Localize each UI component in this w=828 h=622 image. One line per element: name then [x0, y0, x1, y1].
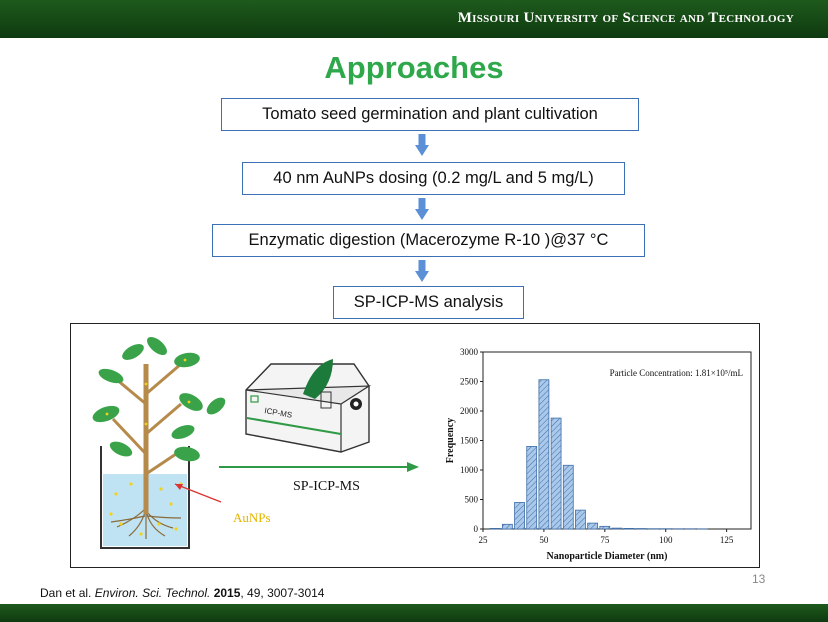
citation: Dan et al. Environ. Sci. Technol. 2015, …	[40, 586, 324, 600]
down-arrow-icon	[415, 134, 429, 156]
y-tick-label: 1500	[460, 436, 479, 446]
citation-year: 2015	[213, 586, 241, 600]
y-tick-label: 0	[474, 524, 479, 534]
step-box-4: SP-ICP-MS analysis	[333, 286, 524, 319]
histogram-bar	[501, 523, 513, 530]
step-box-3: Enzymatic digestion (Macerozyme R-10 )@3…	[212, 224, 645, 257]
footer-bar	[0, 604, 828, 622]
step-text-3: Enzymatic digestion (Macerozyme R-10 )@3…	[248, 231, 609, 249]
step-box-1: Tomato seed germination and plant cultiv…	[221, 98, 639, 131]
plant-illustration: AuNPs	[92, 337, 271, 549]
y-axis-label: Frequency	[445, 418, 456, 463]
figure-canvas: AuNPs ICP-MS SP-ICP-MS 25 50 75 100 125 0 500 1…	[92, 337, 752, 562]
citation-journal: Environ. Sci. Technol.	[94, 586, 211, 600]
y-tick-label: 3000	[460, 347, 479, 357]
experiment-figure: AuNPs ICP-MS SP-ICP-MS 25 50 75 100 125 0 500 1…	[70, 323, 760, 568]
nanoparticle-label: AuNPs	[233, 510, 271, 525]
histogram-bar	[489, 528, 501, 530]
citation-rest: , 49, 3007-3014	[240, 586, 325, 600]
down-arrow-icon	[415, 260, 429, 282]
y-tick-label: 2500	[460, 377, 479, 387]
y-tick-label: 2000	[460, 406, 479, 416]
step-box-2: 40 nm AuNPs dosing (0.2 mg/L and 5 mg/L)	[242, 162, 625, 195]
step-text-1: Tomato seed germination and plant cultiv…	[262, 105, 598, 123]
histogram-bar	[623, 528, 635, 530]
x-tick-label: 75	[600, 535, 610, 545]
down-arrow-icon	[415, 198, 429, 220]
histogram-bar	[526, 446, 538, 530]
page-number: 13	[752, 572, 766, 586]
process-label: SP-ICP-MS	[293, 479, 360, 494]
step-text-4: SP-ICP-MS analysis	[353, 293, 504, 311]
icp-ms-instrument: ICP-MS	[245, 359, 372, 453]
histogram-bar	[587, 522, 599, 530]
histogram-bar	[562, 464, 574, 530]
process-arrow-head	[407, 462, 419, 472]
x-axis-label: Nanoparticle Diameter (nm)	[547, 551, 668, 562]
histogram-bar	[575, 509, 586, 530]
header-bar: Missouri University of Science and Techn…	[0, 0, 828, 38]
histogram-bar	[550, 417, 562, 530]
histogram-bar	[611, 527, 623, 530]
x-tick-label: 25	[479, 535, 489, 545]
institution-name: Missouri University of Science and Techn…	[457, 10, 794, 26]
step-text-2: 40 nm AuNPs dosing (0.2 mg/L and 5 mg/L)	[273, 169, 594, 187]
x-tick-label: 50	[539, 535, 549, 545]
histogram-bar	[599, 525, 611, 530]
x-tick-label: 100	[659, 535, 673, 545]
y-tick-label: 500	[465, 495, 479, 505]
citation-authors: Dan et al.	[40, 586, 92, 600]
histogram-bar	[514, 502, 525, 530]
slide-title: Approaches	[324, 50, 504, 85]
histogram-bar	[538, 379, 550, 530]
histogram-chart: 25 50 75 100 125 0 500 1000 1500 2000 2500 3000Nano…	[445, 347, 752, 562]
y-tick-label: 1000	[460, 465, 479, 475]
x-tick-label: 125	[720, 535, 734, 545]
chart-annotation: Particle Concentration: 1.81×10⁵/mL	[610, 368, 743, 378]
